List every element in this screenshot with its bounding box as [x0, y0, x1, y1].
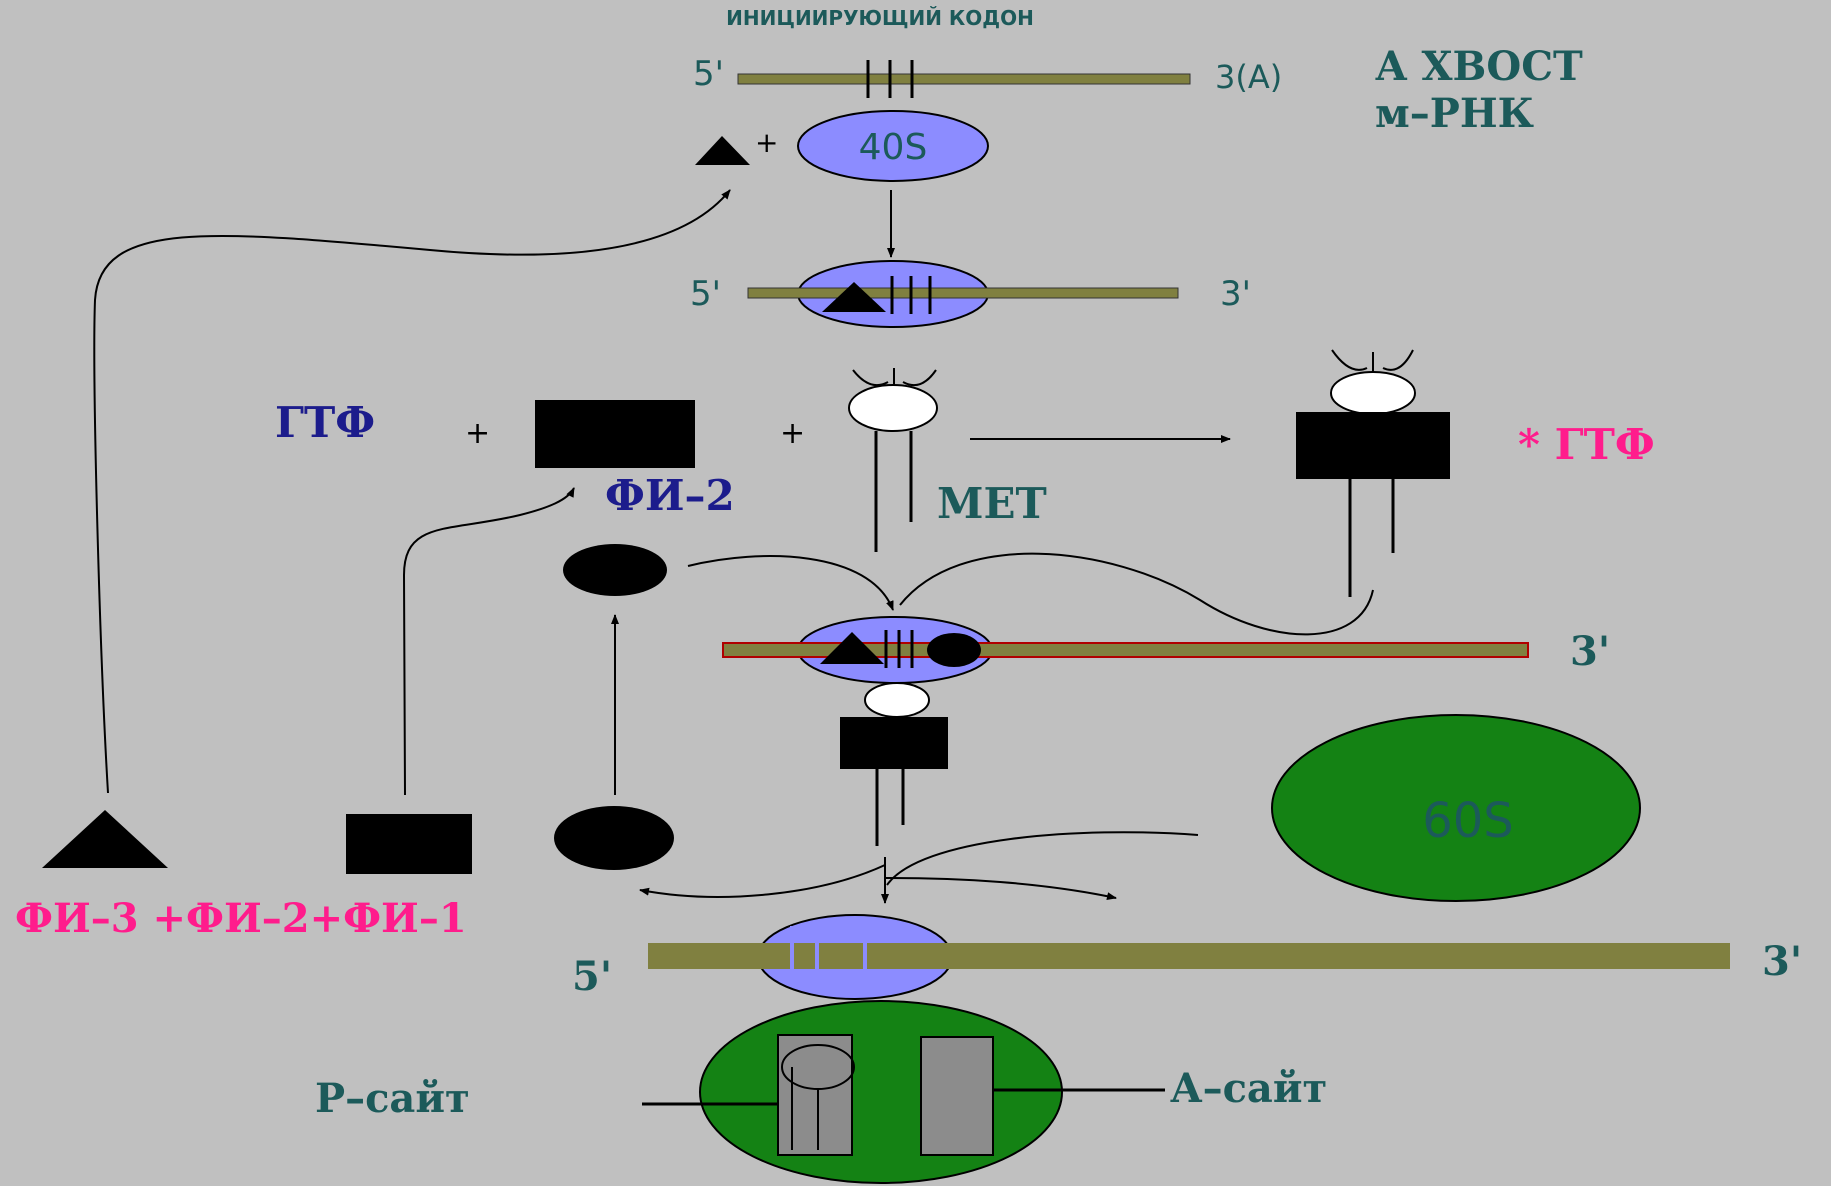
start-codon-marks-3	[884, 630, 914, 668]
factor-sum-label: ФИ–3 +ФИ–2+ФИ–1	[15, 895, 467, 942]
mrna-strand-2	[747, 287, 1179, 299]
arrow-release-right	[884, 877, 1117, 901]
five-prime-label-1: 5'	[693, 54, 724, 94]
gtp-label: ГТФ	[275, 398, 375, 447]
mrna-strand-3	[722, 642, 1529, 658]
curve-complex-to-center	[899, 552, 1374, 636]
a-site-label: А–сайт	[1170, 1065, 1327, 1112]
fi1-circle-released	[554, 806, 674, 870]
plus-sign-2: +	[465, 416, 490, 451]
five-prime-label-2: 5'	[690, 274, 721, 314]
curve-fi1-to-complex	[687, 555, 894, 611]
subunit-60s	[1271, 714, 1641, 902]
start-codon-marks-2	[890, 276, 932, 314]
curve-60s-to-center	[886, 831, 1199, 886]
triangle-fi3-1	[695, 136, 750, 165]
three-prime-label-4: 3'	[1762, 938, 1802, 985]
subunit-40s	[797, 110, 989, 182]
fi2-label: ФИ–2	[605, 471, 735, 520]
recycle-fi3-curve	[93, 189, 731, 794]
mrna-strand-final	[648, 943, 1730, 969]
triangle-on-mrna-2	[822, 282, 886, 312]
triangle-on-mrna-3	[820, 632, 884, 664]
three-prime-label-2: 3'	[1220, 274, 1251, 314]
gtp-star-label: * ГТФ	[1518, 420, 1655, 469]
initiating-codon-title: ИНИЦИИРУЮЩИЙ КОДОН	[726, 6, 1034, 30]
five-prime-label-4: 5'	[572, 953, 612, 1000]
start-codon-marks-1	[866, 60, 914, 98]
fi1-on-complex	[927, 633, 981, 667]
arrow-release-left	[639, 864, 886, 898]
subunit-40s-label: 40S	[859, 127, 928, 168]
start-codon-marks-4	[790, 926, 867, 980]
met-label: МЕТ	[937, 479, 1047, 528]
recycle-fi2-curve	[402, 487, 575, 796]
subunit-60s-final	[699, 1000, 1063, 1184]
mrna-strand-1	[737, 73, 1191, 85]
a-site-slot	[920, 1036, 994, 1156]
a-tail-label: А ХВОСТ	[1375, 43, 1583, 90]
fi2-square	[535, 400, 695, 468]
fi1-circle	[563, 544, 667, 596]
p-site-slot	[777, 1034, 853, 1156]
p-site-label: Р–сайт	[315, 1075, 470, 1122]
three-prime-a-label: 3(A)	[1215, 58, 1282, 96]
trna-under-complex	[840, 682, 948, 846]
mrna-label: м–РНК	[1375, 90, 1534, 137]
plus-sign-1: +	[755, 126, 778, 159]
three-prime-label-3: 3'	[1570, 628, 1610, 675]
subunit-60s-label: 60S	[1422, 793, 1514, 849]
ternary-complex	[1296, 349, 1450, 597]
triangle-fi3	[42, 810, 168, 868]
fi2-square-released	[346, 814, 472, 874]
met-trna	[848, 368, 938, 552]
plus-sign-3: +	[780, 416, 805, 451]
